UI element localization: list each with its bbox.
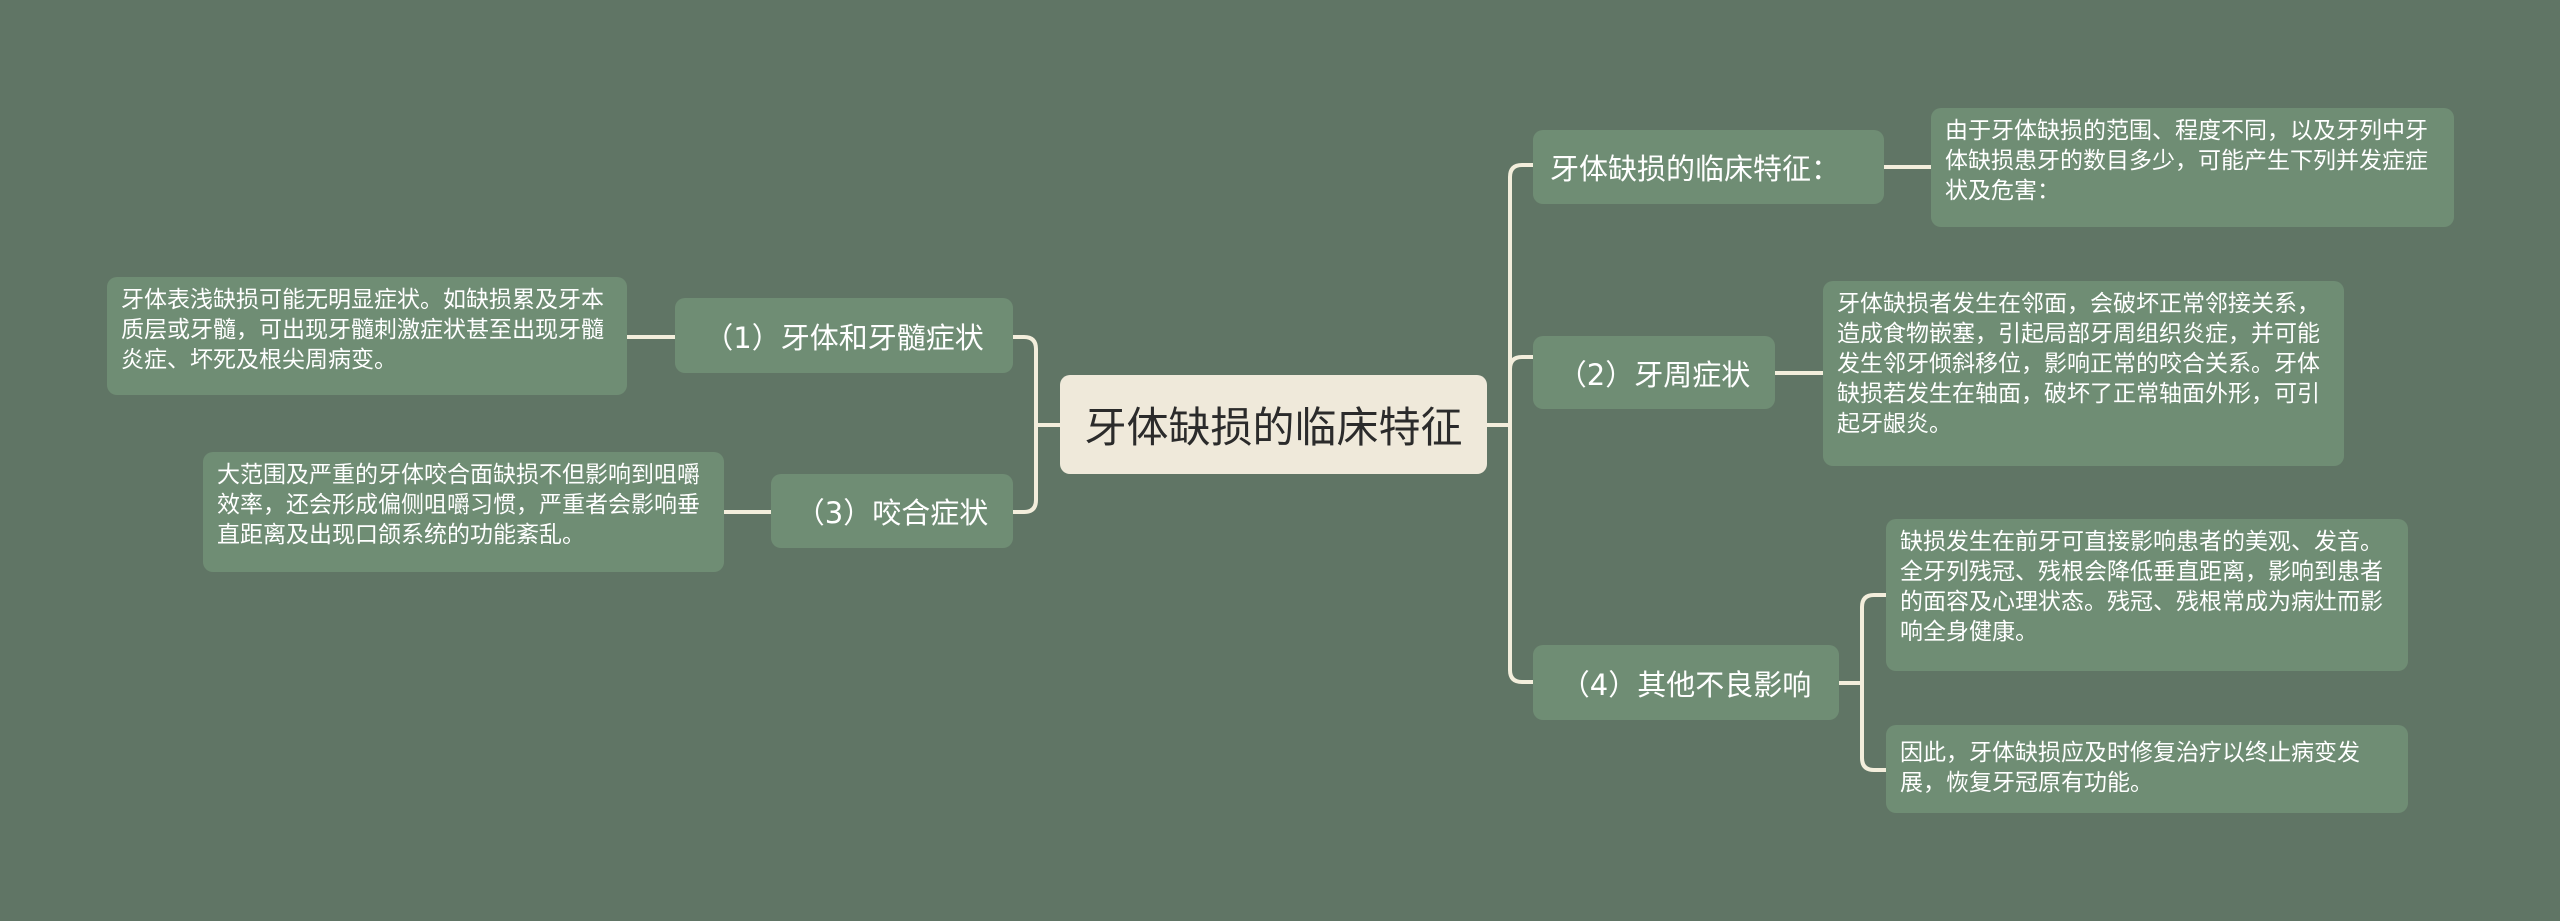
detail-text: 牙体缺损者发生在邻面，会破坏正常邻接关系，造成食物嵌塞，引起局部牙周组织炎症，并… xyxy=(1837,291,2320,437)
topic-label: （3）咬合症状 xyxy=(795,496,989,530)
topic-label: 牙体缺损的临床特征： xyxy=(1550,152,1841,186)
topic-other-effects[interactable]: （4）其他不良影响 xyxy=(1533,645,1839,720)
detail-text: 牙体表浅缺损可能无明显症状。如缺损累及牙本质层或牙髓，可出现牙髓刺激症状甚至出现… xyxy=(121,287,604,373)
detail-occlusal-symptoms[interactable]: 大范围及严重的牙体咬合面缺损不但影响到咀嚼效率，还会形成偏侧咀嚼习惯，严重者会影… xyxy=(203,452,724,572)
topic-occlusal-symptoms[interactable]: （3）咬合症状 xyxy=(771,474,1013,548)
detail-text: 大范围及严重的牙体咬合面缺损不但影响到咀嚼效率，还会形成偏侧咀嚼习惯，严重者会影… xyxy=(217,462,700,548)
root-label: 牙体缺损的临床特征 xyxy=(1084,403,1463,452)
detail-periodontal-symptoms[interactable]: 牙体缺损者发生在邻面，会破坏正常邻接关系，造成食物嵌塞，引起局部牙周组织炎症，并… xyxy=(1823,281,2344,466)
detail-other-effects-1[interactable]: 缺损发生在前牙可直接影响患者的美观、发音。全牙列残冠、残根会降低垂直距离，影响到… xyxy=(1886,519,2408,671)
detail-dental-pulp-symptoms[interactable]: 牙体表浅缺损可能无明显症状。如缺损累及牙本质层或牙髓，可出现牙髓刺激症状甚至出现… xyxy=(107,277,627,395)
detail-text: 由于牙体缺损的范围、程度不同，以及牙列中牙体缺损患牙的数目多少，可能产生下列并发… xyxy=(1945,118,2428,204)
root-node[interactable]: 牙体缺损的临床特征 xyxy=(1060,375,1487,474)
detail-text: 因此，牙体缺损应及时修复治疗以终止病变发展，恢复牙冠原有功能。 xyxy=(1900,740,2360,796)
topic-label: （2）牙周症状 xyxy=(1557,357,1751,392)
topic-periodontal-symptoms[interactable]: （2）牙周症状 xyxy=(1533,336,1775,409)
topic-label: （1）牙体和牙髓症状 xyxy=(704,320,984,355)
detail-other-effects-2[interactable]: 因此，牙体缺损应及时修复治疗以终止病变发展，恢复牙冠原有功能。 xyxy=(1886,725,2408,813)
topic-clinical-features[interactable]: 牙体缺损的临床特征： xyxy=(1533,130,1884,204)
topic-dental-pulp-symptoms[interactable]: （1）牙体和牙髓症状 xyxy=(675,298,1013,373)
detail-text: 缺损发生在前牙可直接影响患者的美观、发音。全牙列残冠、残根会降低垂直距离，影响到… xyxy=(1900,529,2383,645)
topic-label: （4）其他不良影响 xyxy=(1560,667,1812,702)
detail-clinical-features[interactable]: 由于牙体缺损的范围、程度不同，以及牙列中牙体缺损患牙的数目多少，可能产生下列并发… xyxy=(1931,108,2454,227)
